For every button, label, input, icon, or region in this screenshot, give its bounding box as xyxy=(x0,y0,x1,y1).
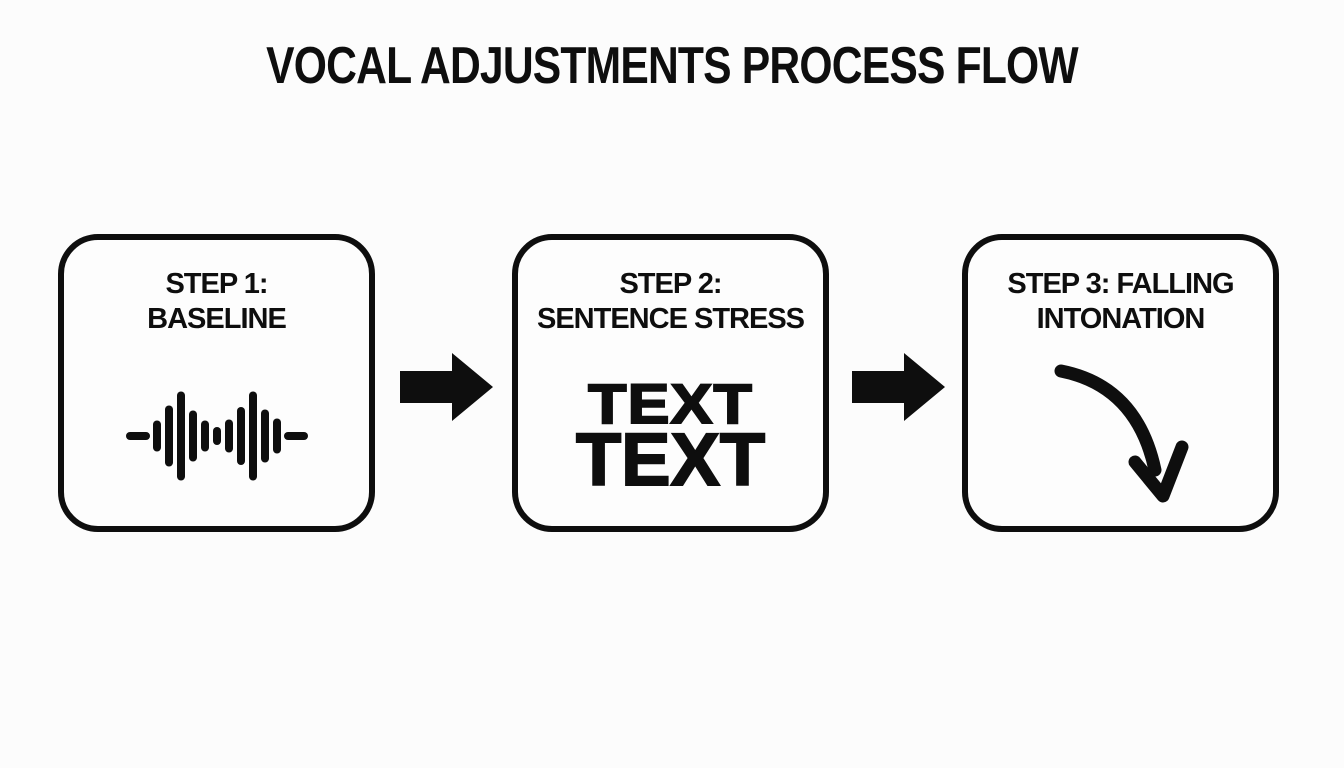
step-box-sentence-stress: STEP 2: SENTENCE STRESS TEXT TEXT xyxy=(512,234,829,532)
step-1-label: STEP 1: BASELINE xyxy=(64,240,369,337)
step-2-icon-area: TEXT TEXT xyxy=(518,375,823,501)
step-2-label: STEP 2: SENTENCE STRESS xyxy=(518,240,823,337)
block-right-arrow-icon xyxy=(400,353,493,421)
step-2-label-line-2: SENTENCE STRESS xyxy=(537,303,805,335)
step-3-icon-area xyxy=(968,356,1273,516)
step-box-falling-intonation: STEP 3: FALLING INTONATION xyxy=(962,234,1279,532)
step-3-label: STEP 3: FALLING INTONATION xyxy=(968,240,1273,337)
step-3-label-line-2: INTONATION xyxy=(1036,303,1206,335)
step-2-label-line-1: STEP 2: xyxy=(619,268,722,300)
diagram-title: VOCAL ADJUSTMENTS PROCESS FLOW xyxy=(266,37,1078,95)
step-3-label-line-1: STEP 3: FALLING xyxy=(1007,268,1234,300)
step-1-label-line-1: STEP 1: xyxy=(165,268,268,300)
stacked-bold-text-icon: TEXT TEXT xyxy=(575,375,766,501)
waveform-icon xyxy=(125,391,308,481)
stress-text-bottom: TEXT xyxy=(575,418,766,501)
falling-curved-arrow-icon xyxy=(1054,364,1188,503)
step-box-baseline: STEP 1: BASELINE xyxy=(58,234,375,532)
step-1-label-line-2: BASELINE xyxy=(147,303,287,335)
block-right-arrow-icon xyxy=(852,353,945,421)
step-1-icon-area xyxy=(64,388,369,484)
stress-text-top: TEXT xyxy=(587,372,753,435)
